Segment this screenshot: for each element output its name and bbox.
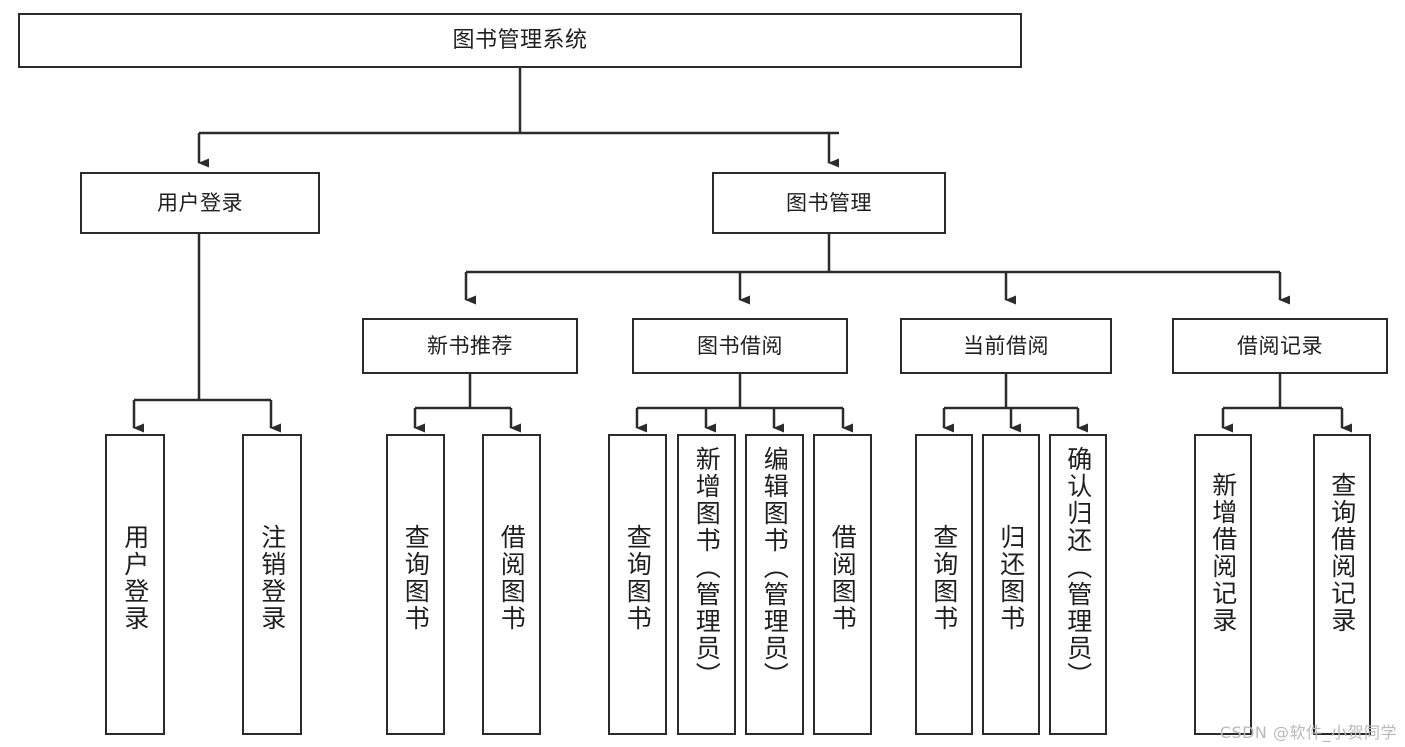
node-user-login[interactable]: 用户登录: [80, 172, 320, 234]
node-current-borrow[interactable]: 当前借阅: [900, 318, 1112, 374]
node-label: 借阅记录: [1237, 333, 1323, 358]
node-book-borrow[interactable]: 图书借阅: [632, 318, 848, 374]
node-label: 用户登录: [157, 190, 243, 215]
leaf-user-logout[interactable]: 注销登录: [242, 434, 302, 735]
node-new-book-recommend[interactable]: 新书推荐: [362, 318, 578, 374]
node-label: 当前借阅: [963, 333, 1049, 358]
node-label: 图书借阅: [697, 333, 783, 358]
node-label: 归还图书: [996, 524, 1026, 632]
leaf-query-borrow-record[interactable]: 查询借阅记录: [1313, 434, 1371, 735]
node-label: 借阅图书: [497, 524, 527, 632]
leaf-confirm-return-admin[interactable]: 确认归还（管理员）: [1049, 434, 1107, 735]
leaf-add-book-admin[interactable]: 新增图书（管理员）: [677, 434, 736, 735]
node-label: 新增图书（管理员）: [692, 446, 722, 689]
node-label: 查询图书: [929, 524, 959, 632]
leaf-borrow-book[interactable]: 借阅图书: [813, 434, 872, 735]
leaf-return-book[interactable]: 归还图书: [982, 434, 1040, 735]
node-label: 新书推荐: [427, 333, 513, 358]
node-label: 新增借阅记录: [1208, 472, 1238, 634]
leaf-borrow-book-recommend[interactable]: 借阅图书: [482, 434, 541, 735]
node-label: 查询图书: [401, 524, 431, 632]
leaf-user-login[interactable]: 用户登录: [105, 434, 165, 735]
leaf-edit-book-admin[interactable]: 编辑图书（管理员）: [745, 434, 804, 735]
node-label: 注销登录: [257, 524, 287, 632]
node-label: 用户登录: [120, 524, 150, 632]
node-label: 查询图书: [623, 524, 653, 632]
node-label: 借阅图书: [828, 524, 858, 632]
leaf-add-borrow-record[interactable]: 新增借阅记录: [1194, 434, 1252, 735]
node-label: 查询借阅记录: [1327, 472, 1357, 634]
watermark-text: CSDN @软件_小贺同学: [1219, 723, 1397, 742]
node-book-management[interactable]: 图书管理: [712, 172, 946, 234]
leaf-query-book-recommend[interactable]: 查询图书: [386, 434, 445, 735]
node-label: 编辑图书（管理员）: [760, 446, 790, 689]
leaf-query-book-borrow[interactable]: 查询图书: [608, 434, 667, 735]
node-root-book-management-system[interactable]: 图书管理系统: [18, 13, 1022, 68]
node-label: 图书管理: [786, 190, 872, 215]
leaf-query-book-current[interactable]: 查询图书: [915, 434, 973, 735]
node-borrow-record[interactable]: 借阅记录: [1172, 318, 1388, 374]
node-label: 图书管理系统: [452, 27, 588, 53]
node-label: 确认归还（管理员）: [1063, 446, 1093, 689]
